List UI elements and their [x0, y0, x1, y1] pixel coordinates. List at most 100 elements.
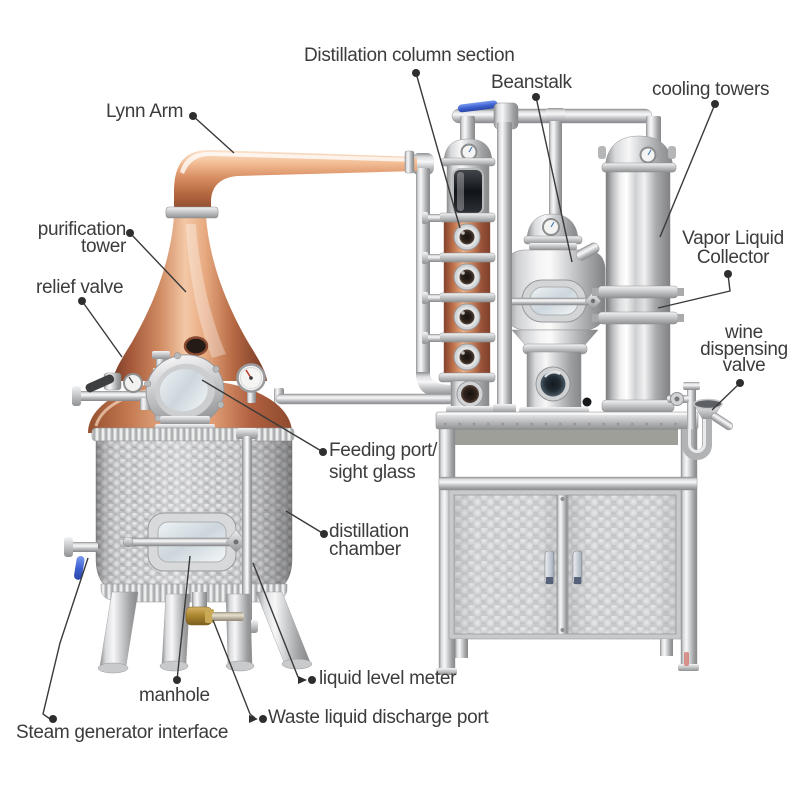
pot-to-stand-pipe	[274, 388, 455, 405]
pot-legs	[97, 591, 313, 674]
cone-port	[183, 336, 209, 356]
label-text: Lynn Arm	[106, 101, 184, 122]
beanstalk-riser-tee	[546, 108, 565, 123]
label-waste-liquid-discharge-port: Waste liquid discharge port	[268, 707, 489, 728]
leader-purification-tower	[126, 229, 187, 293]
label-text: Vapor Liquid	[682, 228, 784, 249]
label-manhole: manhole	[139, 686, 210, 706]
leader-feeding-port	[201, 379, 327, 456]
label-text: sight glass	[329, 462, 416, 483]
column-sight-windows	[453, 223, 481, 371]
under-table-shadow	[454, 429, 678, 445]
red-mark	[684, 652, 689, 666]
feeding-port-sight-glass	[144, 352, 225, 428]
leader-lynn-arm	[189, 112, 235, 154]
stand-foot	[678, 664, 699, 671]
top-piping	[274, 100, 661, 405]
base-knob	[582, 397, 592, 407]
manhole-door	[122, 512, 247, 572]
cabinet-door-handle	[544, 550, 555, 585]
label-text: Feeding port/	[329, 440, 438, 461]
leader-relief-valve	[78, 297, 123, 358]
cabinet-divider	[556, 494, 569, 635]
label-wine-dispensing-valve: wine dispensing valve	[696, 323, 792, 376]
lynn-arm	[174, 149, 417, 210]
drum-top-band	[91, 427, 295, 442]
pressure-gauge	[236, 363, 266, 403]
label-distillation-column-section: Distillation column section	[304, 46, 515, 66]
label-beanstalk: Beanstalk	[491, 73, 572, 93]
leader-vapor-liquid-collector	[657, 270, 732, 309]
wine-dispensing-assembly	[667, 382, 734, 460]
valve-drop-pipe	[497, 122, 512, 412]
leader-distillation-chamber	[285, 510, 328, 538]
column-top-cap	[440, 138, 496, 167]
stand-right-leg	[680, 428, 698, 668]
leader-beanstalk	[532, 93, 573, 263]
stand-cabinet	[435, 411, 699, 675]
label-text: relief valve	[36, 277, 124, 298]
waste-discharge-valve	[185, 592, 244, 626]
tower-lug	[598, 146, 606, 159]
leader-manhole	[173, 555, 191, 684]
pot-still	[64, 149, 417, 674]
label-text: chamber	[329, 539, 401, 560]
label-text: dispensing	[700, 338, 788, 360]
dispenser-post-pipe	[687, 385, 696, 430]
spout-blue-handle	[74, 555, 85, 580]
label-feeding-port-sight-glass: Feeding port/ sight glass	[329, 440, 437, 484]
beanstalk-base-cylinder	[519, 351, 592, 415]
drop-pipe-foot	[493, 404, 516, 413]
label-text: valve	[722, 355, 766, 376]
beanstalk-riser-pipe	[549, 121, 562, 216]
leader-waste-discharge-port	[212, 619, 267, 723]
cone-neck-clamp	[165, 206, 219, 219]
label-vapor-liquid-collector: Vapor Liquid Collector	[669, 229, 797, 267]
label-distillation-chamber: distillation chamber	[329, 521, 409, 560]
label-text: Beanstalk	[491, 72, 572, 93]
cabinet-left-door	[453, 494, 558, 635]
purification-tower-cone	[113, 206, 267, 381]
label-steam-generator-interface: Steam generator interface	[16, 723, 228, 743]
label-text: Distillation column section	[304, 45, 515, 66]
leader-liquid-level-meter	[252, 562, 316, 684]
leader-lines	[42, 69, 744, 723]
steam-generator-spout	[64, 537, 98, 580]
label-text: Steam generator interface	[16, 722, 229, 743]
relief-lever	[85, 374, 115, 393]
cabinet-foot	[455, 639, 468, 658]
tower-lug	[668, 146, 676, 159]
label-purification-tower: purification tower	[22, 219, 127, 257]
dispenser-u-pipe	[682, 419, 712, 460]
beanstalk-oval-door	[505, 279, 602, 323]
beanstalk-tank	[504, 213, 606, 415]
leader-wine-dispensing-valve	[711, 379, 744, 411]
label-relief-valve: relief valve	[36, 277, 124, 298]
label-cooling-towers: cooling towers	[652, 79, 770, 100]
vapor-liquid-collector-bands	[592, 285, 684, 325]
distillation-column	[422, 138, 496, 414]
leader-steam-generator-interface	[42, 557, 89, 723]
door-clamp-bar	[505, 297, 599, 306]
stand-foot	[436, 668, 457, 675]
cabinet-right-door	[567, 494, 677, 635]
label-text: Collector	[696, 247, 770, 268]
label-text: distillation	[329, 521, 409, 542]
label-lynn-arm: Lynn Arm	[106, 102, 183, 122]
column-side-ports	[422, 212, 440, 344]
label-text: purification	[37, 219, 127, 240]
label-text: liquid level meter	[319, 668, 457, 689]
cooling-tower	[592, 135, 684, 415]
cabinet-door-handle	[572, 550, 583, 585]
label-text: Waste liquid discharge port	[268, 707, 489, 728]
label-text: tower	[81, 236, 126, 257]
leader-cooling-towers	[659, 100, 719, 238]
label-text: cooling towers	[652, 79, 770, 100]
tower-bottom-clamp	[601, 399, 675, 413]
beanstalk-side-port	[576, 242, 600, 261]
leader-distillation-column-section	[412, 69, 461, 229]
cabinet-foot	[660, 639, 673, 656]
column-riser-pipe	[460, 116, 475, 144]
column-flange-rings	[438, 212, 496, 383]
